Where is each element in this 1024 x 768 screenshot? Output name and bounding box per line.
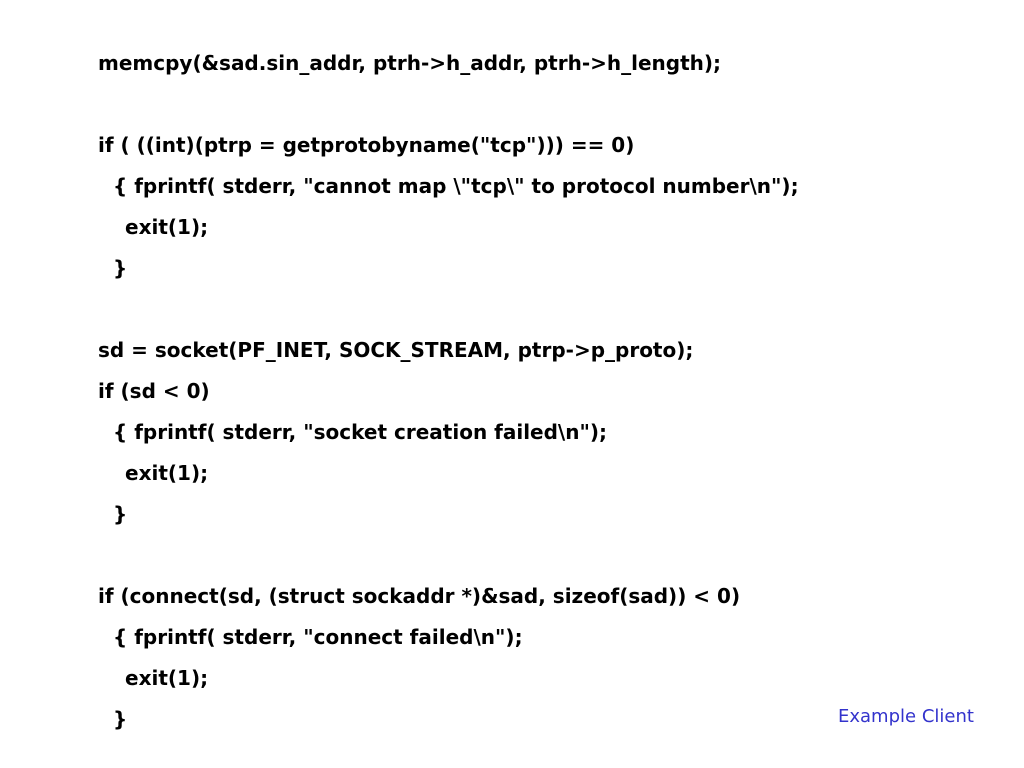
code-line-fprintf-connect-failed: { fprintf( stderr, "connect failed\n");: [113, 625, 523, 649]
code-line-if-sd: if (sd < 0): [98, 379, 210, 403]
code-line-close-brace-3: }: [113, 707, 128, 731]
code-line-socket: sd = socket(PF_INET, SOCK_STREAM, ptrp->…: [98, 338, 694, 362]
code-line-exit-1: exit(1);: [125, 215, 209, 239]
code-line-close-brace-1: }: [113, 256, 128, 280]
code-line-exit-2: exit(1);: [125, 461, 209, 485]
code-line-fprintf-socket-failed: { fprintf( stderr, "socket creation fail…: [113, 420, 608, 444]
code-line-memcpy: memcpy(&sad.sin_addr, ptrh->h_addr, ptrh…: [98, 51, 722, 75]
code-line-fprintf-cannot-map: { fprintf( stderr, "cannot map \"tcp\" t…: [113, 174, 799, 198]
code-line-close-brace-2: }: [113, 502, 128, 526]
slide-footer-label: Example Client: [838, 706, 974, 727]
code-line-if-connect: if (connect(sd, (struct sockaddr *)&sad,…: [98, 584, 741, 608]
code-line-if-getprotobyname: if ( ((int)(ptrp = getprotobyname("tcp")…: [98, 133, 635, 157]
code-line-exit-3: exit(1);: [125, 666, 209, 690]
